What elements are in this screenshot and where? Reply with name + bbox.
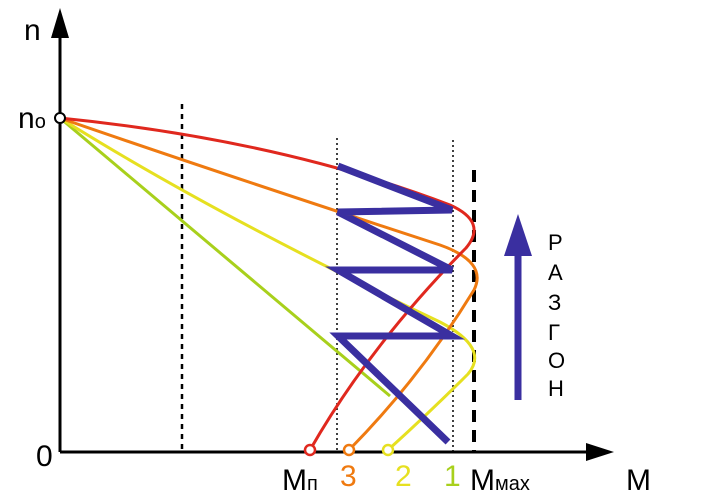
x-axis-arrow <box>586 443 614 461</box>
rheostat-2-label: 2 <box>395 460 412 493</box>
curve-orange <box>59 116 479 452</box>
acceleration-zigzag <box>324 162 466 445</box>
razgon-letter-1: Р <box>548 230 563 255</box>
razgon-letter-2: А <box>548 260 563 285</box>
razgon-letter-3: З <box>548 290 561 315</box>
mp-label: Mп <box>282 464 318 497</box>
razgon-letter-4: Г <box>548 320 560 345</box>
rheostat-3-label: 3 <box>340 460 357 493</box>
n0-marker <box>54 112 66 124</box>
curve-yellowgreen-line <box>59 116 391 398</box>
curve-yellow <box>59 116 477 452</box>
rheostat-1-label: 1 <box>444 460 461 493</box>
razgon-letter-6: Н <box>548 376 564 401</box>
razgon-arrow-head <box>504 214 532 256</box>
razgon-letter-5: О <box>548 348 565 373</box>
r3-marker <box>342 443 356 457</box>
mmax-label: Mмах <box>470 464 530 497</box>
y-axis-label: n <box>24 14 41 47</box>
curve-red <box>59 116 476 451</box>
y-axis-arrow <box>51 8 69 38</box>
origin-label: 0 <box>36 440 53 473</box>
x-axis-label: M <box>626 464 651 497</box>
n0-label: no <box>18 102 46 135</box>
r2-marker <box>381 443 395 457</box>
mp-marker <box>303 443 317 457</box>
